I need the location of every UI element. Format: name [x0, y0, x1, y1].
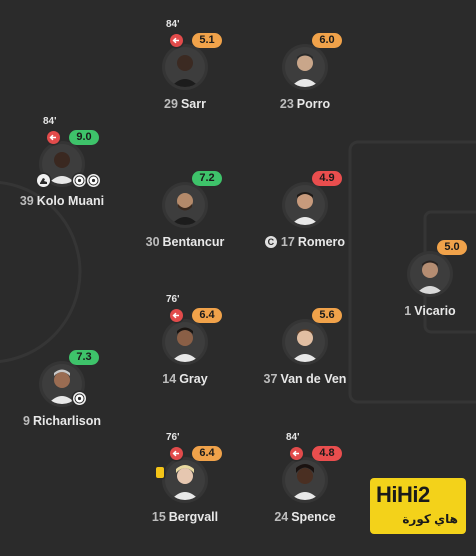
sub-out-icon	[290, 447, 303, 460]
player-photo	[285, 460, 325, 500]
player-photo	[410, 254, 450, 294]
sub-minute: 76'	[166, 432, 180, 443]
player-photo	[165, 47, 205, 87]
penalty-area	[348, 140, 476, 404]
watermark-logo: HiHi2 هاي كورة	[370, 478, 466, 534]
captain-icon: C	[264, 236, 277, 248]
rating-badge: 4.8	[312, 446, 342, 461]
watermark-main-text: HiHi2	[376, 482, 430, 507]
sub-out-icon	[170, 447, 183, 460]
assist-boot-icon	[37, 174, 50, 187]
center-circle	[0, 181, 82, 363]
sub-minute: 76'	[166, 294, 180, 305]
sub-out-icon	[47, 131, 60, 144]
player-photo	[165, 460, 205, 500]
goal-ball-icon	[87, 174, 100, 187]
player-photo	[42, 364, 82, 404]
rating-badge: 9.0	[69, 130, 99, 145]
rating-badge: 7.2	[192, 171, 222, 186]
sub-out-icon	[170, 34, 183, 47]
rating-badge: 7.3	[69, 350, 99, 365]
player-photo	[285, 185, 325, 225]
player-photo	[285, 47, 325, 87]
goal-ball-icon	[73, 174, 86, 187]
rating-badge: 6.0	[312, 33, 342, 48]
watermark-sub-text: هاي كورة	[402, 512, 458, 526]
rating-badge: 5.0	[437, 240, 467, 255]
sub-out-icon	[170, 309, 183, 322]
rating-badge: 4.9	[312, 171, 342, 186]
sub-minute: 84'	[286, 432, 300, 443]
sub-minute: 84'	[43, 116, 57, 127]
player-photo	[285, 322, 325, 362]
rating-badge: 6.4	[192, 308, 222, 323]
goal-ball-icon	[73, 392, 86, 405]
rating-badge: 5.1	[192, 33, 222, 48]
player-photo	[165, 185, 205, 225]
sub-minute: 84'	[166, 19, 180, 30]
rating-badge: 5.6	[312, 308, 342, 323]
yellow-card-icon	[156, 467, 164, 478]
player-photo	[165, 322, 205, 362]
rating-badge: 6.4	[192, 446, 222, 461]
